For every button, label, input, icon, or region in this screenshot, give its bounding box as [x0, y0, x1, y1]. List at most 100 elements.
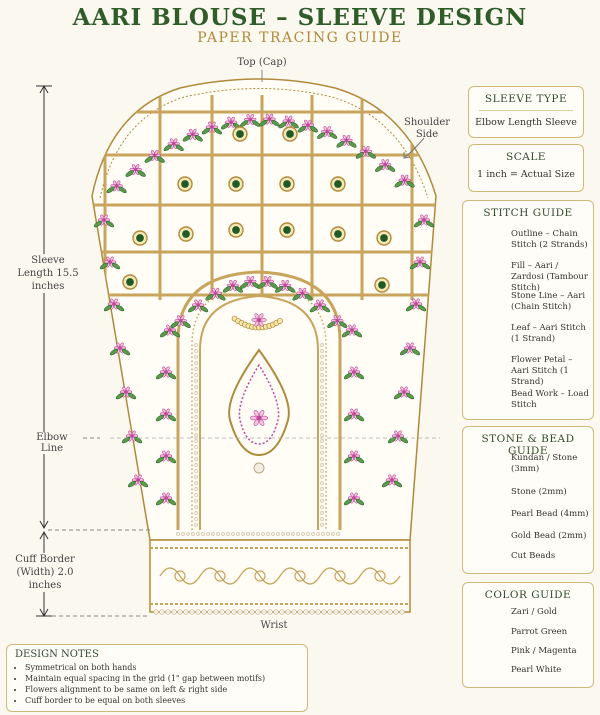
leaf	[355, 498, 365, 506]
leaf	[278, 121, 287, 129]
leaf	[220, 122, 230, 130]
stone-bead-guide-box: STONE & BEAD GUIDE Kundan / Stone (3mm) …	[462, 426, 594, 574]
leaf	[417, 304, 427, 312]
design-notes-heading: DESIGN NOTES	[15, 649, 99, 660]
leaf	[297, 125, 306, 133]
leaf	[167, 414, 177, 422]
cuff-pearl	[351, 609, 357, 615]
cuff-scroll	[279, 567, 321, 585]
leaf	[200, 305, 209, 313]
leaf	[339, 321, 348, 328]
leaf	[399, 348, 409, 356]
leaf	[109, 348, 119, 356]
cuff-pearl	[183, 609, 189, 615]
leaf	[343, 498, 353, 506]
design-note-item: Symmetrical on both hands	[25, 662, 307, 673]
sleeve-type-heading: SLEEVE TYPE	[484, 93, 568, 105]
cuff-pearl	[195, 609, 201, 615]
leaf	[381, 480, 391, 488]
flower-center	[172, 142, 176, 146]
leaf	[127, 392, 137, 400]
leaf	[167, 456, 177, 464]
leaf	[341, 330, 351, 338]
leaf	[175, 144, 184, 152]
flower-center	[402, 178, 407, 182]
cuff-pearl	[171, 609, 177, 615]
leaf	[155, 456, 165, 464]
color-guide-box: COLOR GUIDE Zari / Gold Parrot Green Pin…	[462, 582, 594, 688]
flower-center	[325, 130, 329, 134]
flower-center	[115, 184, 119, 188]
leaf	[127, 480, 137, 488]
flower-center	[418, 260, 422, 264]
leaf	[222, 286, 231, 293]
flower-center	[248, 117, 252, 122]
leaf	[406, 180, 415, 188]
flower-center	[352, 370, 356, 374]
leaf	[194, 135, 203, 142]
cuff-pearl	[189, 609, 195, 615]
cuff-pearl	[357, 609, 363, 615]
grid-motifs	[122, 126, 392, 293]
cuff-pearl	[327, 609, 333, 615]
wrist-label: Wrist	[260, 620, 288, 631]
scale-heading: SCALE	[506, 151, 546, 163]
leaf	[355, 152, 364, 159]
flower-center	[164, 370, 168, 374]
cuff-scroll	[199, 567, 241, 585]
leaf	[121, 348, 131, 356]
pearl-bead	[253, 462, 265, 474]
design-note-item: Maintain equal spacing in the grid (1" g…	[25, 673, 307, 684]
leaf	[336, 141, 345, 148]
leaf	[137, 170, 146, 177]
leaf	[304, 293, 313, 301]
flower-center	[287, 119, 291, 123]
flower-center	[383, 163, 387, 167]
leaf	[309, 125, 318, 133]
flower-center	[124, 390, 128, 394]
cuff-pearl	[303, 609, 309, 615]
flower-center	[196, 303, 200, 307]
flower-center	[422, 218, 426, 222]
leaf	[144, 156, 153, 163]
leaf	[405, 304, 415, 312]
pendant-motif	[175, 313, 341, 537]
cuff-scroll	[359, 567, 401, 585]
cuff-pearl	[219, 609, 225, 615]
leaf	[321, 305, 330, 313]
cuff-pearl	[153, 609, 159, 615]
flower-center	[168, 328, 172, 332]
leaf	[182, 321, 191, 328]
cuff-pearl	[393, 609, 399, 615]
flower-center	[267, 117, 272, 121]
sleeve-length-label: Sleeve Length 15.5 inches	[12, 254, 84, 293]
leaf	[139, 480, 149, 488]
flower-center	[179, 319, 183, 323]
cuff-pearl	[291, 609, 297, 615]
cuff-pearl	[339, 609, 345, 615]
flower-center	[402, 390, 406, 394]
flower-center	[283, 283, 287, 288]
cuff-pearl	[285, 609, 291, 615]
leaf	[367, 152, 376, 159]
leaf	[115, 392, 125, 400]
cuff-pearl	[231, 609, 237, 615]
leaf	[343, 414, 353, 422]
leaf	[287, 286, 296, 293]
stitch-guide-row: Bead Work – Load Stitch	[511, 389, 589, 410]
cuff-pearl	[309, 609, 315, 615]
cuff-pearl	[381, 609, 387, 615]
leaf	[217, 293, 226, 301]
flower-center	[118, 346, 122, 350]
cuff-pearl	[387, 609, 393, 615]
cuff-scroll-pattern	[159, 567, 401, 585]
leaf	[125, 170, 134, 177]
cuff-pearl	[165, 609, 171, 615]
leaf	[155, 372, 165, 380]
stone-guide-row: Cut Beads	[511, 551, 556, 561]
flower-center	[134, 167, 138, 172]
flower-center	[210, 125, 214, 129]
cuff-pearl	[237, 609, 243, 615]
leaf	[387, 436, 397, 444]
